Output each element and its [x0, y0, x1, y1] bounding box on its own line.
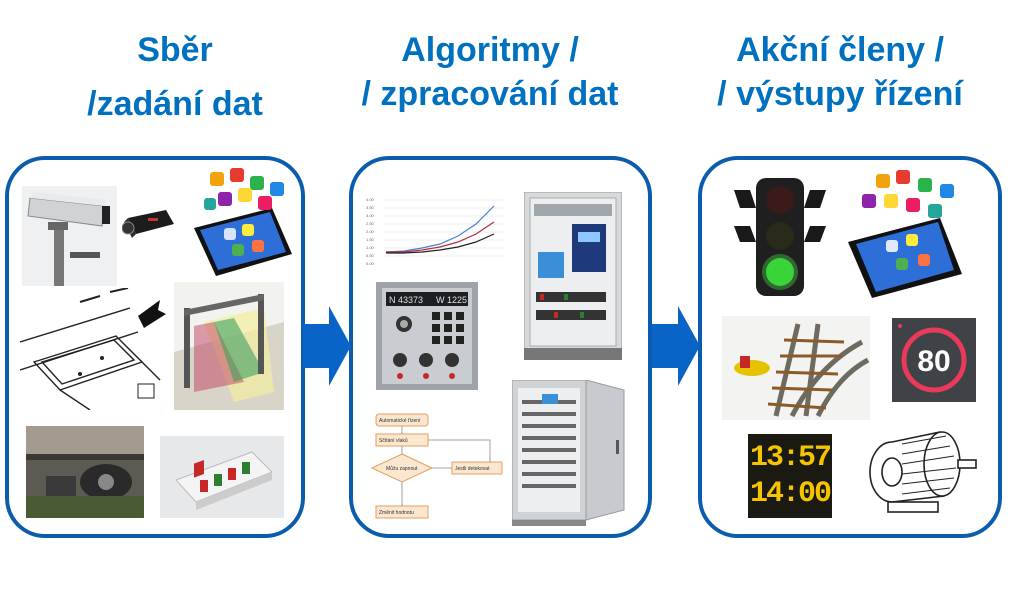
- flow-arrow-1: [303, 306, 351, 386]
- column-title-collection: Sběr /zadání dat: [40, 30, 310, 124]
- clock-line-2: 14:00: [749, 477, 832, 511]
- traffic-light-icon: [734, 178, 826, 296]
- speed-limit-value: 80: [917, 345, 950, 378]
- title-line: / zpracování dat: [361, 75, 619, 113]
- server-cabinet-icon: [512, 380, 625, 526]
- clock-line-1: 13:57: [749, 441, 832, 475]
- electrical-cabinet-icon: [524, 192, 622, 360]
- chart-tick: 1.50: [366, 237, 375, 242]
- surveillance-camera-icon: [22, 186, 117, 286]
- speed-sign-icon: 80: [892, 318, 976, 402]
- chart-tick: 4.00: [366, 197, 375, 202]
- control-panel-icon: N 43373 W 1225: [376, 282, 478, 390]
- chart-tick: 2.50: [366, 221, 375, 226]
- flow-box-label: Změnit hodnotu: [379, 510, 414, 516]
- road-sensor-diagram-icon: [20, 288, 166, 410]
- chart-tick: 3.50: [366, 205, 375, 210]
- title-line: Algoritmy /: [401, 31, 579, 69]
- railway-switch-icon: [722, 316, 870, 420]
- panel-display-left: N 43373: [389, 295, 423, 305]
- chart-tick: 0.00: [366, 261, 375, 266]
- column-title-algorithms: Algoritmy / / zpracování dat: [320, 30, 660, 114]
- industrial-camera-icon: [122, 210, 174, 238]
- electric-motor-icon: [869, 431, 977, 513]
- traffic-gantry-icon: [174, 282, 284, 410]
- line-chart-icon: 4.00 3.50 3.00 2.50 2.00 1.50 1.00 0.50 …: [364, 192, 508, 268]
- rail-sensor-icon: [26, 426, 144, 518]
- title-line: Akční členy /: [736, 31, 944, 69]
- chart-tick: 2.00: [366, 229, 375, 234]
- chart-tick: 0.50: [366, 253, 375, 258]
- flow-decision-label: Můžu zapnout: [386, 465, 418, 472]
- smartphone-apps-icon: [848, 170, 962, 298]
- flow-box-label: Sčítání vlaků: [379, 437, 408, 444]
- smartphone-apps-icon: [194, 168, 292, 276]
- flow-box-label: Automatické řízení: [379, 418, 421, 424]
- title-line: Sběr: [137, 31, 213, 69]
- column-title-actuators: Akční členy / / výstupy řízení: [680, 30, 1000, 114]
- departure-clock-icon: 13:57 14:00: [748, 434, 832, 518]
- control-box-icon: [160, 436, 284, 518]
- title-line: /zadání dat: [87, 85, 263, 123]
- title-line: / výstupy řízení: [717, 75, 963, 113]
- flow-arrow-2: [652, 306, 700, 386]
- panel-display-right: W 1225: [436, 295, 467, 305]
- chart-tick: 3.00: [366, 213, 375, 218]
- chart-tick: 1.00: [366, 245, 375, 250]
- flowchart-icon: Automatické řízení Sčítání vlaků Můžu za…: [370, 410, 512, 526]
- flow-box-label: Jestli detekovat: [455, 466, 490, 472]
